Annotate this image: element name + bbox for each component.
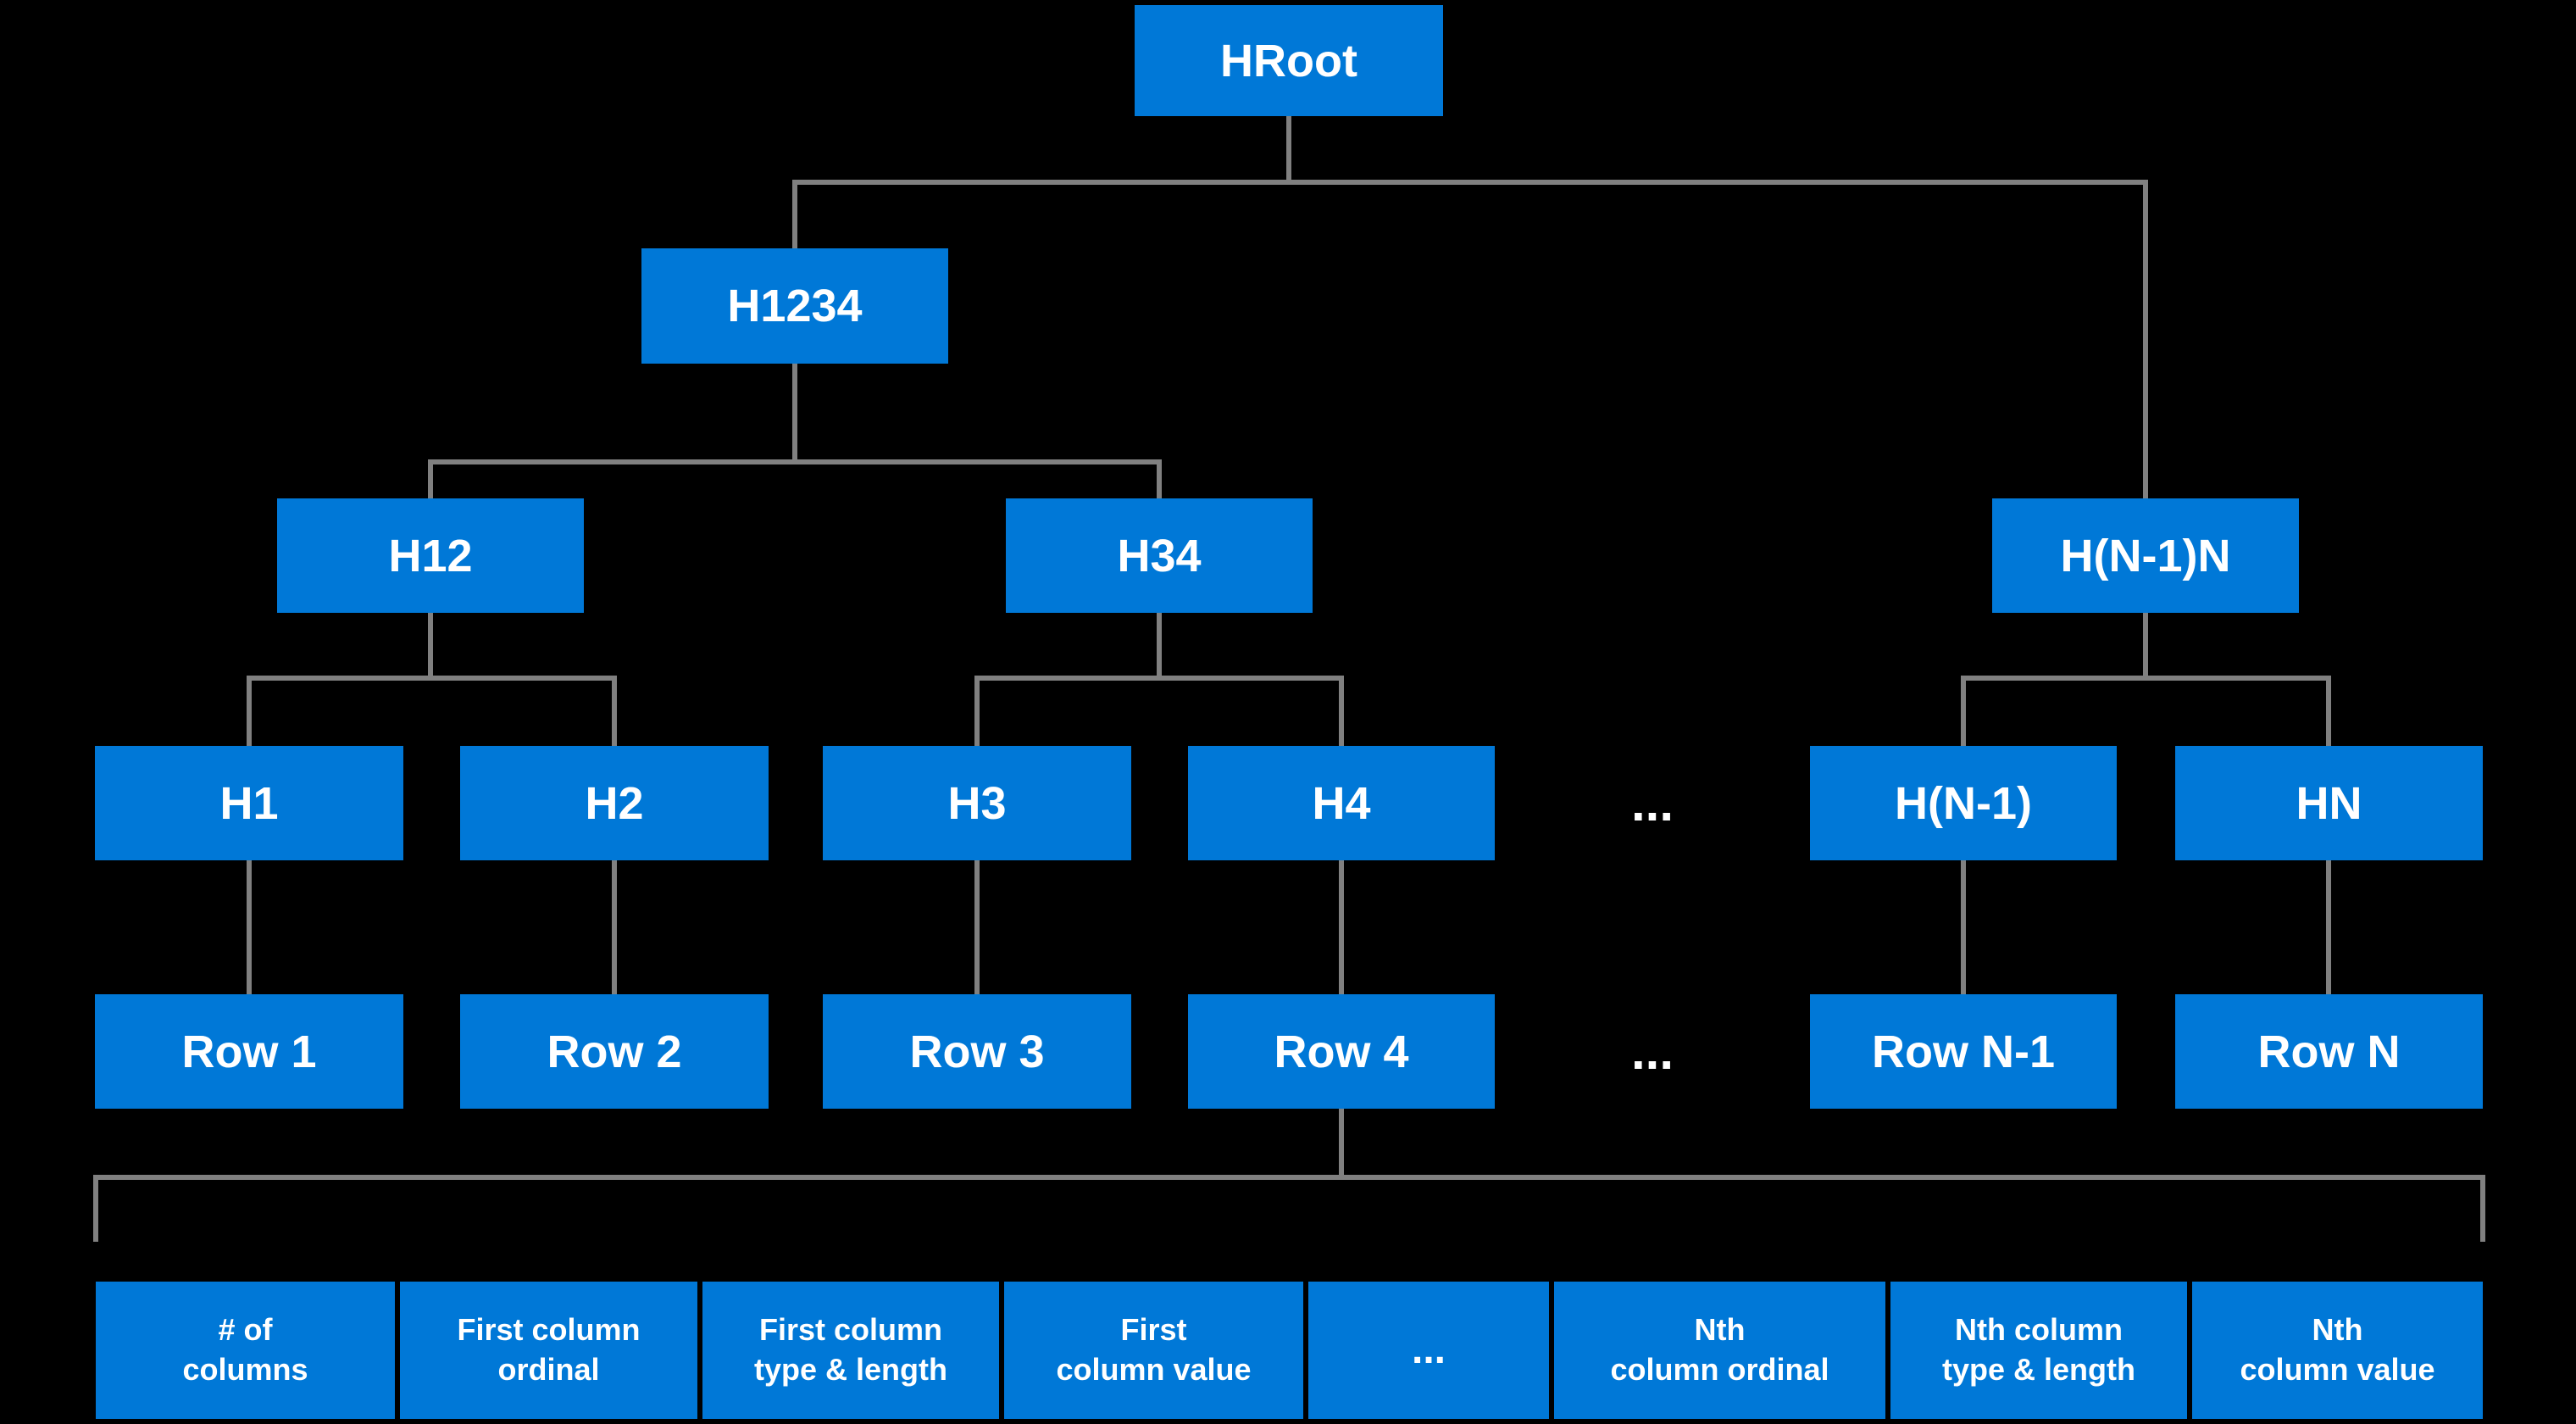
node-h1234: H1234 (641, 248, 948, 364)
node-h2: H2 (460, 746, 769, 860)
node-row-2: Row 2 (460, 994, 769, 1109)
field-first-column-type-length: First column type & length (702, 1282, 999, 1419)
node-h(n-1): H(N-1) (1810, 746, 2117, 860)
node-h1: H1 (95, 746, 403, 860)
field-first-column-ordinal: First column ordinal (400, 1282, 697, 1419)
field-ellipsis: ... (1308, 1282, 1549, 1419)
node-h34: H34 (1006, 498, 1313, 613)
field-nth-column-ordinal: Nth column ordinal (1554, 1282, 1885, 1419)
node-h(n-1)n: H(N-1)N (1992, 498, 2299, 613)
node-row-n-1: Row N-1 (1810, 994, 2117, 1109)
node-h12: H12 (277, 498, 584, 613)
node-row-3: Row 3 (823, 994, 1131, 1109)
connector-h12-branch (247, 676, 617, 746)
field-nth-column-value: Nth column value (2192, 1282, 2483, 1419)
node-row-1: Row 1 (95, 994, 403, 1109)
node-h3: H3 (823, 746, 1131, 860)
connector-h1234-branch (428, 459, 1162, 498)
field-num-columns: # of columns (96, 1282, 395, 1419)
node-row-4: Row 4 (1188, 994, 1495, 1109)
node-hn: HN (2175, 746, 2483, 860)
connector-hn1n-branch (1961, 676, 2331, 746)
node-hroot: HRoot (1135, 5, 1443, 116)
node-h4: H4 (1188, 746, 1495, 860)
connector-h34-branch (974, 676, 1344, 746)
node-row-n: Row N (2175, 994, 2483, 1109)
field-first-column-value: First column value (1004, 1282, 1303, 1419)
connector-row4-bracket (93, 1175, 2485, 1242)
hash-level-ellipsis: ... (1630, 775, 1674, 832)
connector-hroot-branch (792, 180, 2148, 498)
field-nth-column-type-length: Nth column type & length (1890, 1282, 2187, 1419)
row-level-ellipsis: ... (1630, 1023, 1674, 1080)
